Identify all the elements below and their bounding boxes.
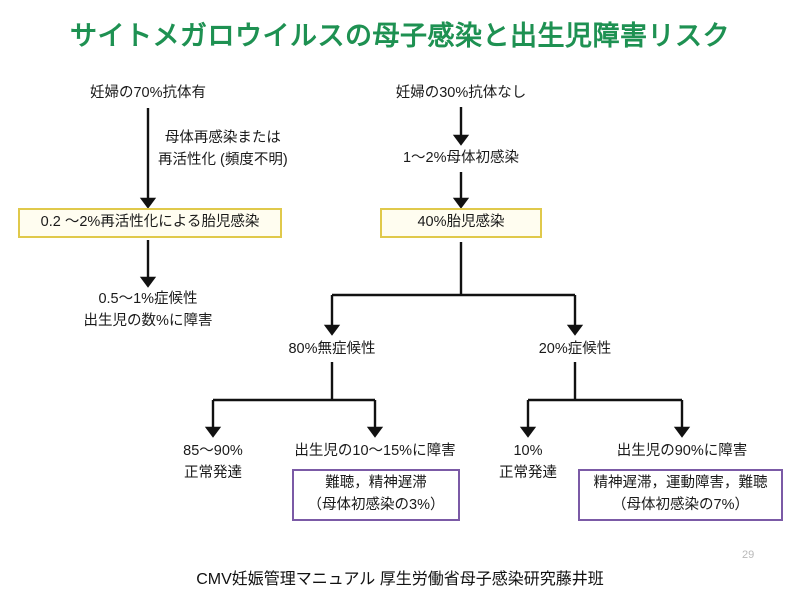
left-outcome-line1: 0.5〜1%症候性 <box>98 291 198 307</box>
symptomatic-impaired-box: 精神遅滞，運動障害，難聴 （母体初感染の7%） <box>578 469 783 521</box>
left-reactivation-box-label: 0.2 〜2%再活性化による胎児感染 <box>40 214 260 231</box>
asymptomatic-impaired-box-line1: 難聴，精神遅滞 <box>325 475 427 492</box>
symptomatic-normal-line1: 10% <box>513 443 543 459</box>
asymptomatic-80-label: 80%無症候性 <box>288 341 376 357</box>
fetal-infection-box-label: 40%胎児感染 <box>417 214 505 231</box>
left-root-label: 妊婦の70%抗体有 <box>89 85 207 101</box>
asymptomatic-impaired-box: 難聴，精神遅滞 （母体初感染の3%） <box>292 469 460 521</box>
asymptomatic-impaired-box-line2: （母体初感染の3%） <box>307 497 445 513</box>
left-outcome-text: 0.5〜1%症候性 出生児の数%に障害 <box>84 288 213 333</box>
left-reactivation-box: 0.2 〜2%再活性化による胎児感染 <box>18 208 282 238</box>
symptomatic-impaired-box-line1: 精神遅滞，運動障害，難聴 <box>593 475 768 492</box>
page-title: サイトメガロウイルスの母子感染と出生児障害リスク <box>70 21 730 51</box>
left-arrow-annotation: 母体再感染または 再活性化 (頻度不明) <box>158 127 288 172</box>
fetal-infection-box: 40%胎児感染 <box>380 208 542 238</box>
left-outcome-line2: 出生児の数%に障害 <box>83 313 213 330</box>
asymptomatic-normal-line1: 85〜90% <box>183 443 243 459</box>
asymptomatic-normal-line2: 正常発達 <box>184 465 242 482</box>
left-arrow-annotation-line1: 母体再感染または <box>164 130 281 146</box>
asymptomatic-impaired-heading: 出生児の10〜15%に障害 <box>294 443 456 459</box>
symptomatic-normal-outcome: 10% 正常発達 <box>499 440 557 485</box>
right-primary-infection-label: 1〜2%母体初感染 <box>402 150 520 166</box>
footer-source-note: CMV妊娠管理マニュアル 厚生労働省母子感染研究藤井班 <box>196 571 604 588</box>
page-number: 29 <box>742 549 755 561</box>
asymptomatic-normal-outcome: 85〜90% 正常発達 <box>183 440 243 485</box>
left-arrow-annotation-line2: 再活性化 (頻度不明) <box>158 152 288 169</box>
symptomatic-normal-line2: 正常発達 <box>499 465 557 482</box>
symptomatic-impaired-heading: 出生児の90%に障害 <box>616 443 748 459</box>
right-root-label: 妊婦の30%抗体なし <box>395 85 527 101</box>
symptomatic-impaired-box-line2: （母体初感染の7%） <box>612 497 749 513</box>
symptomatic-20-label: 20%症候性 <box>538 341 612 357</box>
